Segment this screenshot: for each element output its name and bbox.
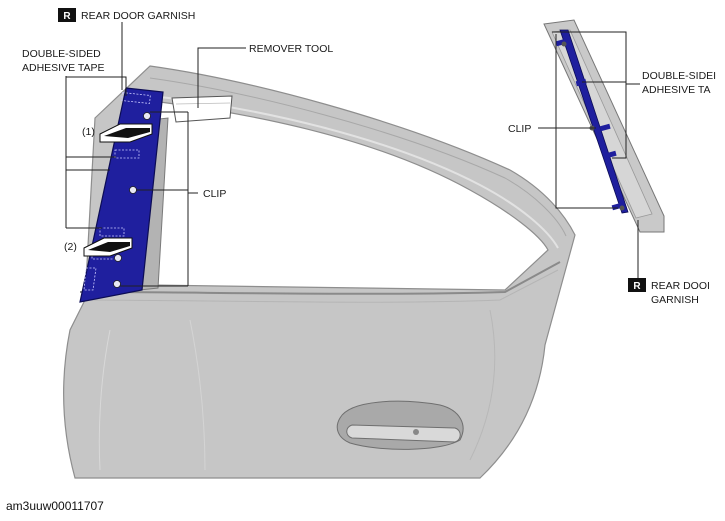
double-sided-label-line2: ADHESIVE TAPE <box>22 62 104 74</box>
rear-door-illustration <box>63 65 576 479</box>
svg-text:R: R <box>63 11 71 22</box>
clip-marker <box>113 280 121 288</box>
step-arrow-2 <box>83 237 133 257</box>
document-id: am3uuw00011707 <box>6 499 104 513</box>
clip-marker <box>129 186 137 194</box>
remover-tool-shape <box>171 95 233 123</box>
right-rear-door-label-line1: REAR DOOI <box>651 280 710 292</box>
clip-marker <box>114 254 122 262</box>
rear-door-garnish-label: REAR DOOR GARNISH <box>81 10 195 22</box>
badge-r-right: R <box>628 278 646 292</box>
step-2-label: (2) <box>64 241 77 253</box>
leader-lines-right <box>538 31 640 278</box>
step-1-label: (1) <box>82 126 95 138</box>
window-opening <box>149 101 549 291</box>
clip-label: CLIP <box>203 188 226 200</box>
step-arrow-1 <box>99 123 153 143</box>
right-double-sided-label-line1: DOUBLE-SIDEI <box>642 70 716 82</box>
right-clip-label: CLIP <box>508 123 531 135</box>
right-rear-door-label-line2: GARNISH <box>651 294 699 306</box>
svg-text:R: R <box>633 281 641 292</box>
badge-r-top: R <box>58 8 76 22</box>
remover-tool-label: REMOVER TOOL <box>249 43 333 55</box>
clip-marker <box>143 112 151 120</box>
double-sided-label-line1: DOUBLE-SIDED <box>22 48 101 60</box>
door-handle <box>336 400 464 450</box>
rear-door-garnish-detail <box>543 19 665 233</box>
leader-lines-left <box>65 22 246 287</box>
right-double-sided-label-line2: ADHESIVE TA <box>642 84 710 96</box>
